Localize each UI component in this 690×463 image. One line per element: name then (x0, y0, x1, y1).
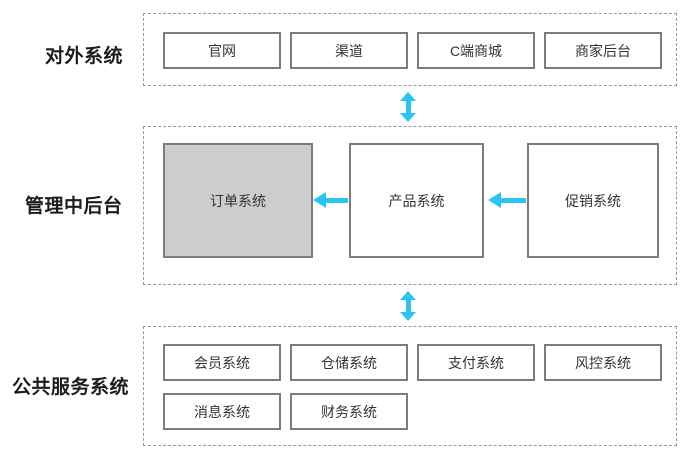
left-arrow-product-to-order (313, 192, 348, 208)
arrow-left-icon (488, 192, 501, 208)
node-consumer-mall: C端商城 (417, 32, 535, 69)
external-systems-group: 官网 渠道 C端商城 商家后台 (143, 13, 677, 86)
node-member-system: 会员系统 (163, 344, 281, 381)
arrow-shaft (500, 197, 526, 203)
midoffice-systems-group: 订单系统 产品系统 促销系统 (143, 126, 677, 285)
arrow-down-icon (400, 113, 416, 122)
node-order-system: 订单系统 (163, 143, 313, 258)
section-label-external: 对外系统 (45, 46, 124, 67)
node-finance-system: 财务系统 (290, 393, 408, 430)
node-message-system: 消息系统 (163, 393, 281, 430)
node-merchant-backend: 商家后台 (544, 32, 662, 69)
node-product-system: 产品系统 (349, 143, 484, 258)
arrow-shaft (325, 197, 348, 203)
node-warehouse-system: 仓储系统 (290, 344, 408, 381)
public-service-systems-group: 会员系统 仓储系统 支付系统 风控系统 消息系统 财务系统 (143, 326, 677, 446)
node-payment-system: 支付系统 (417, 344, 535, 381)
node-channel: 渠道 (290, 32, 408, 69)
vertical-double-arrow-bottom (400, 291, 416, 321)
arrow-shaft (405, 299, 411, 313)
left-arrow-promotion-to-product (488, 192, 526, 208)
arrow-left-icon (313, 192, 326, 208)
section-label-public: 公共服务系统 (12, 377, 130, 398)
node-promotion-system: 促销系统 (527, 143, 659, 258)
node-official-website: 官网 (163, 32, 281, 69)
arrow-up-icon (400, 291, 416, 300)
vertical-double-arrow-top (400, 92, 416, 122)
section-label-midoffice: 管理中后台 (25, 196, 123, 217)
arrow-shaft (405, 100, 411, 114)
arrow-up-icon (400, 92, 416, 101)
arrow-down-icon (400, 312, 416, 321)
node-risk-control-system: 风控系统 (544, 344, 662, 381)
